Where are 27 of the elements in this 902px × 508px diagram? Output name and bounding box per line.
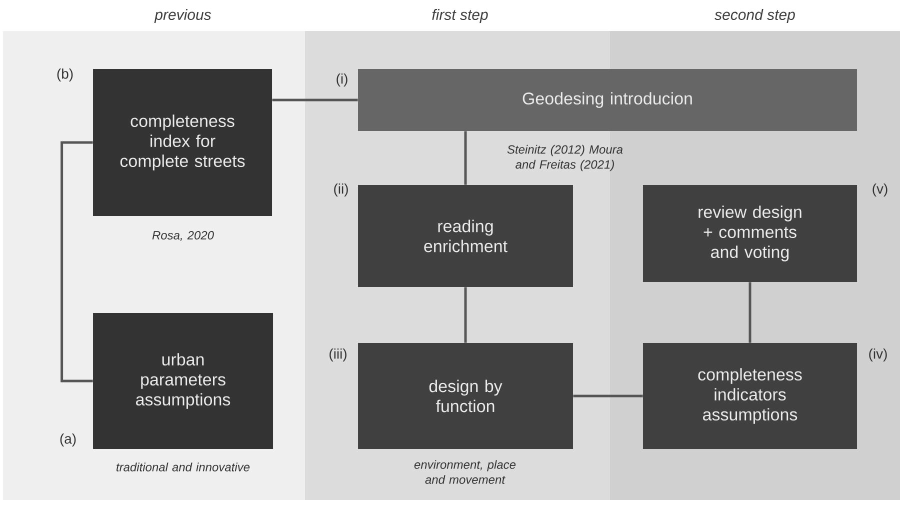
column-heading: second step — [714, 9, 795, 23]
connector-line — [573, 394, 643, 398]
citation-text: Rosa, 2020 — [152, 231, 214, 241]
connector-line — [464, 131, 467, 185]
connector-line — [60, 141, 93, 382]
process-box: Geodesing introducion — [358, 69, 857, 131]
process-box: completeness indicators assumptions — [643, 342, 857, 449]
connector-line — [748, 282, 752, 343]
citation-text: traditional and innovative — [116, 462, 250, 472]
column-heading: previous — [154, 9, 212, 23]
connector-line — [272, 98, 358, 102]
citation-text: environment, place and movement — [414, 460, 516, 484]
step-tag: (iv) — [869, 348, 887, 362]
step-tag: (i) — [336, 73, 348, 87]
column-heading: first step — [432, 9, 488, 23]
process-box: completeness index for complete streets — [93, 69, 272, 216]
process-box: reading enrichment — [358, 184, 573, 287]
citation-text: Steinitz (2012) Moura and Freitas (2021) — [507, 144, 623, 172]
step-tag: (iii) — [330, 348, 346, 362]
process-box: design by function — [358, 342, 573, 449]
step-tag: (ii) — [334, 183, 348, 197]
connector-line — [464, 287, 467, 343]
step-tag: (b) — [57, 68, 73, 82]
process-box: urban parameters assumptions — [93, 312, 273, 449]
step-tag: (v) — [872, 183, 888, 197]
process-box: review design + comments and voting — [643, 184, 857, 282]
step-tag: (a) — [60, 433, 76, 446]
